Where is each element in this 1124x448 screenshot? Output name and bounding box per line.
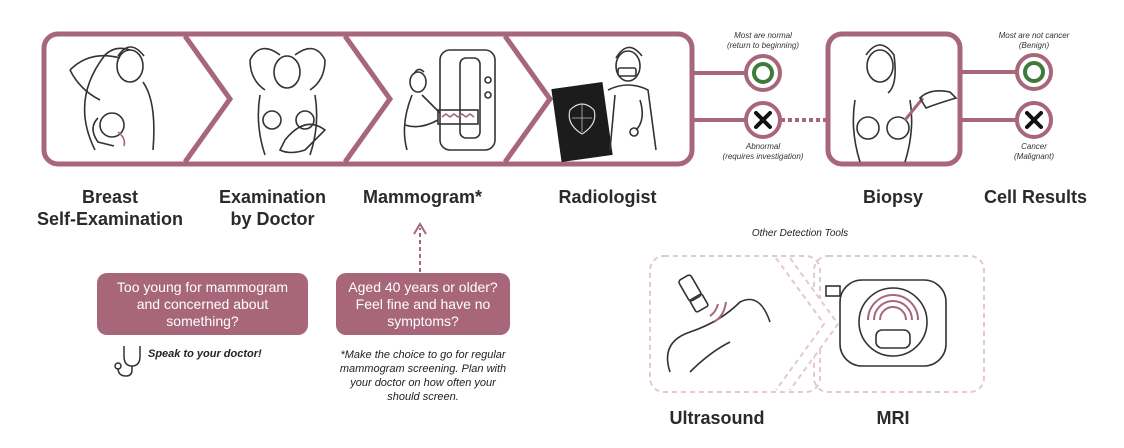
self-exam-illustration — [69, 46, 155, 151]
malignant-outcome-caption: Cancer(Malignant) — [1013, 142, 1054, 161]
too-young-box: Too young for mammogram and concerned ab… — [97, 273, 308, 335]
radiologist-illustration — [551, 46, 657, 163]
stethoscope-icon — [114, 346, 141, 377]
mammogram-illustration — [403, 49, 496, 151]
doctor-exam-illustration — [249, 47, 327, 156]
other-tools-title: Other Detection Tools — [751, 228, 849, 239]
biopsy-illustration — [852, 44, 958, 163]
tools-chevron — [789, 257, 840, 391]
step-label-cell-results: Cell Results — [983, 187, 1088, 207]
step-label-radiologist: Radiologist — [558, 187, 657, 207]
mri-frame — [813, 255, 985, 393]
abnormal-outcome-caption: Abnormal(requires investigation) — [722, 142, 804, 161]
mri-label: MRI — [876, 408, 910, 428]
benign-outcome-caption: Most are not cancer(Benign) — [998, 31, 1070, 50]
speak-to-doctor-text: Speak to your doctor! — [148, 348, 262, 360]
ultrasound-illustration — [666, 274, 771, 373]
chevron-1 — [182, 34, 234, 164]
normal-outcome-caption: Most are normal(return to beginning) — [726, 31, 800, 50]
mri-illustration — [825, 279, 947, 367]
aged-40-box: Aged 40 years or older? Feel fine and ha… — [336, 273, 510, 335]
chevron-2 — [342, 34, 394, 164]
biopsy-frame — [825, 31, 963, 167]
mammogram-footnote: *Make the choice to go for regular mammo… — [339, 349, 507, 403]
step-label-biopsy: Biopsy — [862, 187, 923, 207]
benign-outcome-icon — [1015, 53, 1053, 91]
normal-outcome-icon — [744, 54, 782, 92]
chevron-3 — [502, 34, 554, 164]
step-label-mammogram: Mammogram* — [362, 187, 483, 207]
ultrasound-label: Ultrasound — [669, 408, 765, 428]
